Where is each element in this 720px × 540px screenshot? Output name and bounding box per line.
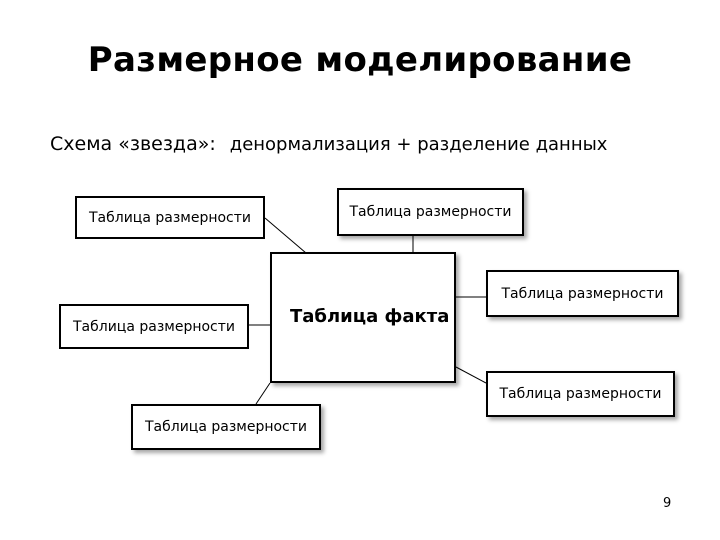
subtitle-description: денормализация + разделение данных: [229, 134, 608, 155]
slide-title: Размерное моделирование: [87, 40, 633, 80]
subtitle-lead: Схема «звезда»:: [50, 133, 216, 155]
fact-table: Таблица факта: [270, 252, 456, 383]
dimension-table-right-upper: Таблица размерности: [486, 270, 679, 317]
fact-table-label: Таблица факта: [290, 306, 450, 327]
dimension-table-bottom: Таблица размерности: [131, 404, 321, 450]
connector-top-left: [264, 217, 307, 254]
connector-right-lower: [455, 366, 487, 384]
slide-subtitle: Схема «звезда»: денормализация + разделен…: [50, 133, 607, 155]
dimension-table-right-lower: Таблица размерности: [486, 371, 675, 417]
dimension-table-top-left: Таблица размерности: [75, 196, 265, 239]
connector-bottom: [255, 382, 271, 405]
dimension-table-top-center: Таблица размерности: [337, 188, 524, 236]
page-number: 9: [663, 496, 672, 511]
dimension-table-left: Таблица размерности: [59, 304, 249, 349]
